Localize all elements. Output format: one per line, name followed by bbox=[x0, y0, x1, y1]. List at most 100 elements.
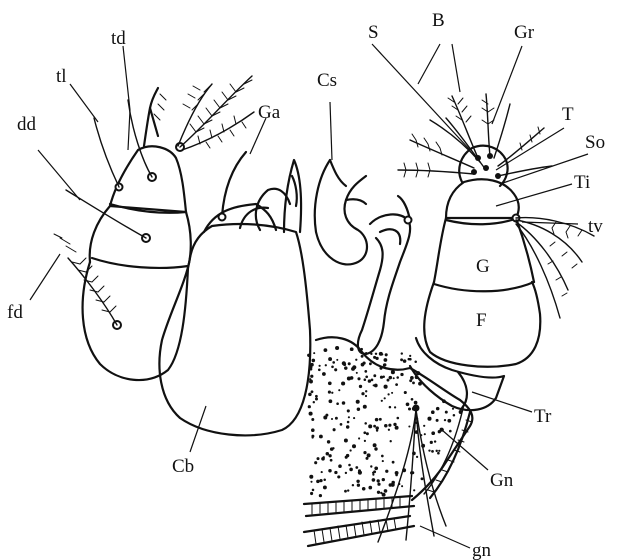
stipple-dot bbox=[423, 425, 425, 427]
stipple-dot bbox=[384, 397, 386, 399]
stipple-dot bbox=[401, 485, 403, 487]
stipple-dot bbox=[459, 410, 463, 414]
stipple-dot bbox=[319, 365, 321, 367]
stipple-dot bbox=[447, 419, 451, 423]
stipple-dot bbox=[337, 475, 340, 478]
stipple-dot bbox=[394, 406, 396, 408]
stipple-dot bbox=[373, 470, 376, 473]
stipple-dot bbox=[360, 348, 363, 351]
stipple-dot bbox=[310, 481, 312, 483]
stipple-dot bbox=[370, 353, 372, 355]
stipple-dot bbox=[348, 362, 351, 365]
stipple-dot bbox=[317, 457, 320, 460]
stipple-dot bbox=[356, 400, 360, 404]
stipple-dot bbox=[435, 450, 437, 452]
stipple-dot bbox=[383, 363, 386, 366]
stipple-dot bbox=[350, 347, 354, 351]
stipple-dot bbox=[313, 401, 315, 403]
stipple-dot bbox=[379, 418, 382, 421]
stipple-dot bbox=[359, 385, 362, 388]
stipple-dot bbox=[319, 435, 323, 439]
stipple-dot bbox=[309, 412, 313, 416]
stipple-dot bbox=[375, 353, 377, 355]
stipple-dot bbox=[356, 372, 358, 374]
stipple-dot bbox=[384, 385, 388, 389]
label-f: F bbox=[476, 310, 487, 331]
stipple-dot bbox=[333, 428, 336, 431]
stipple-dot bbox=[379, 352, 383, 356]
stipple-dot bbox=[366, 432, 369, 435]
label-gn-lower: gn bbox=[472, 540, 492, 560]
stipple-dot bbox=[322, 372, 326, 376]
label-fd: fd bbox=[7, 302, 23, 323]
central-lobe-outline bbox=[315, 160, 367, 264]
stipple-dot bbox=[411, 398, 414, 401]
stipple-dot bbox=[328, 357, 332, 361]
stipple-dot bbox=[336, 359, 338, 361]
stipple-dot bbox=[374, 466, 378, 470]
stipple-dot bbox=[416, 371, 420, 375]
stipple-dot bbox=[381, 455, 384, 458]
stipple-dot bbox=[375, 426, 378, 429]
stipple-dot bbox=[392, 461, 395, 464]
stipple-dot bbox=[328, 381, 332, 385]
stipple-dot bbox=[370, 465, 372, 467]
stipple-dot bbox=[344, 439, 348, 443]
stipple-dot bbox=[340, 423, 343, 426]
stipple-dot bbox=[338, 389, 340, 391]
left-palp-middle-segment bbox=[90, 206, 191, 268]
label-ti: Ti bbox=[574, 172, 590, 193]
stipple-dot bbox=[323, 479, 326, 482]
stipple-dot bbox=[341, 381, 345, 385]
stipple-dot bbox=[338, 464, 342, 468]
stipple-dot bbox=[452, 408, 454, 410]
stipple-dot bbox=[325, 364, 327, 366]
stipple-dot bbox=[348, 378, 350, 380]
stipple-dot bbox=[312, 489, 315, 492]
stipple-dot bbox=[353, 417, 355, 419]
stipple-dot bbox=[382, 493, 386, 497]
stipple-dot bbox=[401, 352, 403, 354]
stipple-dot bbox=[362, 487, 366, 491]
stipple-dot bbox=[347, 489, 349, 491]
stipple-dot bbox=[382, 478, 385, 481]
stipple-dot bbox=[409, 358, 412, 361]
stipple-dot bbox=[382, 376, 385, 379]
stipple-dot bbox=[345, 472, 347, 474]
stipple-dot bbox=[347, 409, 350, 412]
stipple-dot bbox=[336, 402, 339, 405]
stipple-dot bbox=[365, 457, 368, 460]
stipple-dot bbox=[308, 393, 312, 397]
stipple-dot bbox=[344, 490, 347, 493]
stipple-dot bbox=[427, 417, 431, 421]
stipple-dot bbox=[391, 483, 395, 487]
stipple-dot bbox=[409, 355, 411, 357]
stipple-dot bbox=[395, 426, 399, 430]
stipple-dot bbox=[311, 428, 315, 432]
label-tl: tl bbox=[56, 66, 67, 87]
central-lobe bbox=[315, 160, 412, 354]
stipple-dot bbox=[364, 378, 367, 381]
label-ga: Ga bbox=[258, 102, 281, 123]
stipple-dot bbox=[328, 469, 331, 472]
stipple-dot bbox=[436, 407, 440, 411]
stipple-dot bbox=[348, 416, 350, 418]
stipple-dot bbox=[400, 358, 403, 361]
stipple-dot bbox=[319, 494, 322, 497]
stipple-dot bbox=[347, 421, 350, 424]
label-gn-upper: Gn bbox=[490, 470, 514, 491]
stipple-dot bbox=[430, 441, 433, 444]
label-s: S bbox=[368, 22, 379, 43]
central-stalk bbox=[358, 214, 410, 354]
stipple-dot bbox=[395, 383, 398, 386]
stipple-dot bbox=[385, 353, 388, 356]
stipple-dot bbox=[416, 456, 418, 458]
stipple-dot bbox=[335, 417, 338, 420]
stipple-dot bbox=[431, 450, 434, 453]
stipple-dot bbox=[310, 492, 313, 495]
stipple-dot bbox=[445, 411, 448, 414]
stipple-dot bbox=[365, 395, 367, 397]
stipple-dot bbox=[389, 406, 392, 409]
